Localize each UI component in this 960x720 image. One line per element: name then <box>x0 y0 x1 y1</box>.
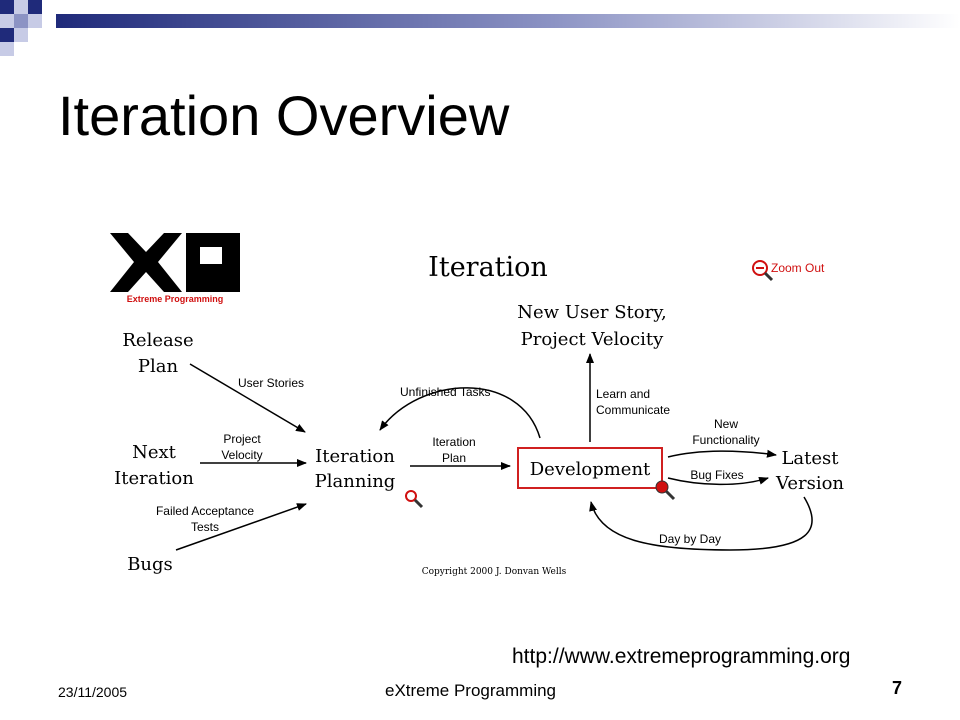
edge-label-failed-acceptance-line2: Tests <box>191 520 219 534</box>
source-url-link[interactable]: http://www.extremeprogramming.org <box>512 645 851 668</box>
edge-label-learn-line1: Learn and <box>596 387 650 401</box>
edge-label-new-functionality-line1: New <box>714 417 738 431</box>
edge-day-by-day <box>589 496 813 551</box>
logo-caption: Extreme Programming <box>127 294 224 304</box>
edge-failed-acceptance <box>175 503 307 551</box>
magnifier-icon[interactable] <box>655 480 676 501</box>
node-latest-version-line2: Version <box>775 473 844 494</box>
edge-label-project-velocity-line2: Velocity <box>221 448 262 462</box>
node-bugs: Bugs <box>127 554 173 575</box>
xp-logo-icon: Extreme Programming <box>110 233 240 304</box>
edge-label-iteration-plan-line2: Plan <box>442 451 466 465</box>
edge-label-day-by-day: Day by Day <box>659 532 721 546</box>
edge-label-bug-fixes: Bug Fixes <box>690 468 743 482</box>
edge-bug-fixes <box>667 476 769 486</box>
node-release-plan-line2: Plan <box>138 356 179 377</box>
node-iteration-planning-line2: Planning <box>315 471 396 492</box>
edge-label-failed-acceptance-line1: Failed Acceptance <box>156 504 254 518</box>
node-new-user-story-line1: New User Story, <box>517 302 666 323</box>
edge-unfinished-tasks <box>379 387 541 439</box>
diagram-title: Iteration <box>428 252 548 283</box>
node-iteration-planning-line1: Iteration <box>315 446 395 467</box>
slide-header-decoration <box>0 0 960 56</box>
node-development-box <box>517 447 663 489</box>
footer-title: eXtreme Programming <box>385 681 557 700</box>
zoom-out-button[interactable]: Zoom Out <box>752 260 825 282</box>
edge-label-project-velocity-line1: Project <box>223 432 261 446</box>
page-number: 7 <box>892 678 903 698</box>
edge-label-new-functionality-line2: Functionality <box>692 433 759 447</box>
edge-label-unfinished-tasks: Unfinished Tasks <box>400 385 491 399</box>
footer-date: 23/11/2005 <box>58 684 128 700</box>
diagram-copyright: Copyright 2000 J. Donvan Wells <box>422 567 567 577</box>
edge-new-functionality <box>667 449 777 458</box>
node-development: Development <box>530 459 651 480</box>
magnifier-icon[interactable] <box>405 490 424 509</box>
node-next-iteration-line1: Next <box>132 442 177 463</box>
slide-title: Iteration Overview <box>58 84 510 147</box>
node-next-iteration-line2: Iteration <box>114 468 194 489</box>
edge-label-learn-line2: Communicate <box>596 403 670 417</box>
zoom-out-icon <box>752 260 774 282</box>
edge-label-iteration-plan-line1: Iteration <box>432 435 475 449</box>
zoom-out-label: Zoom Out <box>771 261 825 275</box>
edge-label-user-stories: User Stories <box>238 376 304 390</box>
node-latest-version-line1: Latest <box>781 448 839 469</box>
node-release-plan-line1: Release <box>122 330 193 351</box>
node-new-user-story-line2: Project Velocity <box>521 329 664 350</box>
edge-user-stories <box>189 363 306 433</box>
